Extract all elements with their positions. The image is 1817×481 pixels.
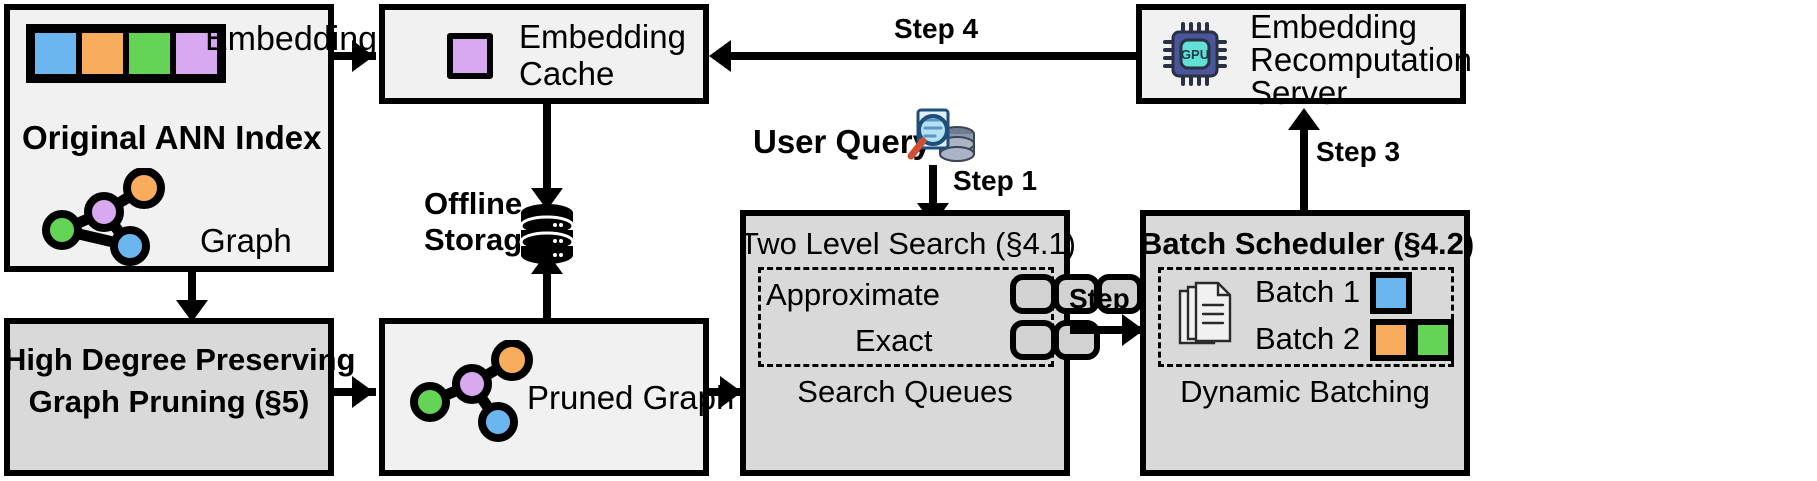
embedding-cache-title-line1: Embedding (519, 18, 686, 55)
arrow-step1-line (929, 165, 937, 207)
two-level-search-title: Two Level Search (§4.1) (740, 226, 1077, 261)
arrow-step4-line (730, 52, 1142, 60)
step3-label: Step 3 (1316, 136, 1401, 167)
embedding-cache-box (379, 4, 709, 104)
arrow-step3-line (1300, 128, 1308, 210)
original-ann-index-title: Original ANN Index (22, 119, 322, 156)
embedding-cell-green (126, 30, 173, 77)
step1-label: Step 1 (953, 165, 1038, 196)
arrow-step4-head (709, 40, 731, 72)
embedding-cache-title-line2: Cache (519, 55, 615, 92)
embedding-cell-purple (173, 30, 220, 77)
arrow-prunedgraph-to-search-head (720, 376, 742, 408)
arrow-pruning-to-prunedgraph-head (352, 376, 374, 408)
search-queues-dashed-panel (758, 267, 1054, 367)
embedding-strip (26, 24, 226, 83)
arrow-index-to-cache-head (352, 40, 374, 72)
dynamic-batching-dashed-panel (1158, 267, 1454, 367)
pruned-graph-icon (410, 340, 533, 442)
embedding-label: Embedding (205, 20, 378, 58)
embedding-cell-orange (79, 30, 126, 77)
batch-1-label: Batch 1 (1255, 274, 1361, 309)
graph-label: Graph (200, 222, 292, 259)
graph-pruning-title-line2: Graph Pruning (§5) (28, 384, 310, 419)
batch-2-swatch-green (1412, 319, 1454, 361)
arrow-cache-to-storage-line (543, 104, 551, 192)
exact-slot-1[interactable] (1010, 320, 1057, 360)
pruned-graph-label: Pruned Graph (527, 379, 735, 416)
gpu-icon-text: GPU (1181, 47, 1209, 62)
offline-storage-label-line1: Offline (424, 186, 523, 221)
query-magnifier-database-icon (907, 108, 975, 162)
batch-2-swatch-orange (1370, 319, 1412, 361)
arrow-step3-head (1288, 108, 1320, 130)
user-query-label: User Query (753, 123, 931, 160)
batch-1-swatch-blue (1370, 272, 1412, 314)
search-queues-caption: Search Queues (797, 374, 1013, 409)
original-graph-icon (42, 168, 165, 266)
batch-2-label: Batch 2 (1255, 321, 1361, 356)
approximate-label: Approximate (766, 277, 941, 312)
arrow-index-to-pruning-head (176, 300, 208, 322)
arrow-step2-head (1122, 314, 1144, 346)
graph-pruning-box (4, 318, 334, 476)
step4-label: Step 4 (894, 13, 979, 44)
arrow-index-to-pruning-line (188, 272, 196, 304)
recomputation-server-title-line3: Server (1250, 74, 1348, 111)
arrow-prunedgraph-to-storage-head (531, 252, 563, 274)
recomputation-server-title-line2: Recomputation (1250, 41, 1472, 78)
dynamic-batching-caption: Dynamic Batching (1180, 374, 1430, 409)
approximate-slot-1[interactable] (1010, 274, 1057, 314)
batch-scheduler-title: Batch Scheduler (§4.2) (1140, 226, 1475, 261)
arrow-prunedgraph-to-storage-line (543, 272, 551, 318)
embedding-cell-blue (32, 30, 79, 77)
graph-pruning-title-line1: High Degree Preserving (4, 342, 356, 377)
pruned-graph-box (379, 318, 709, 476)
exact-label: Exact (855, 323, 933, 358)
embedding-cache-swatch (447, 33, 493, 79)
step2-label: Step 2 (1069, 283, 1154, 314)
gpu-chip-icon: GPU (1163, 22, 1227, 86)
arrow-step2-line (1070, 326, 1144, 334)
documents-icon (1178, 281, 1232, 345)
recomputation-server-title-line1: Embedding (1250, 8, 1417, 45)
